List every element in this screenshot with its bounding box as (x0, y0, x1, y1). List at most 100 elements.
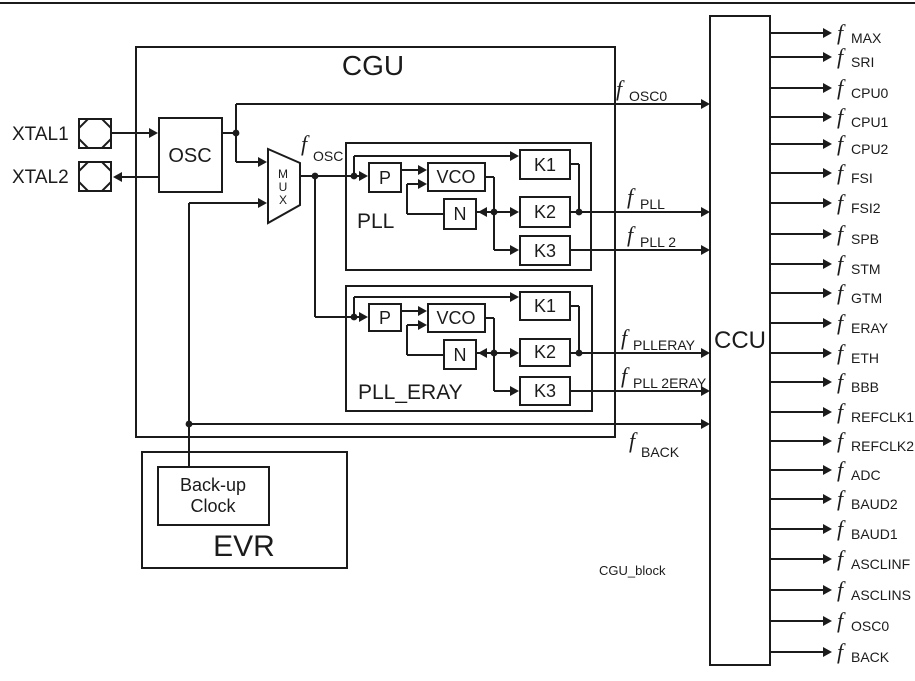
arrowhead (510, 245, 519, 255)
signal-sub-pll2eray: PLL 2ERAY (633, 375, 707, 391)
junction-dot (575, 349, 583, 357)
arrowhead (701, 419, 710, 429)
ccu-output-f: f (837, 577, 846, 602)
mux-shape (267, 147, 301, 225)
eray-k1-label: K1 (534, 296, 556, 316)
ccu-output-sub: REFCLK2 (851, 438, 914, 454)
ccu-output-sub: CPU1 (851, 114, 889, 130)
arrowhead (823, 229, 832, 239)
arrowhead (701, 386, 710, 396)
ccu-output-f: f (837, 221, 846, 246)
ccu-output-sub: ETH (851, 350, 879, 366)
arrowhead (823, 465, 832, 475)
arrowhead (418, 320, 427, 330)
arrowhead (258, 198, 267, 208)
arrowhead (823, 112, 832, 122)
connectors (111, 99, 710, 467)
arrowhead (823, 616, 832, 626)
arrowhead (478, 207, 487, 217)
eray-p-label: P (379, 308, 391, 328)
ccu-output-sub: MAX (851, 30, 882, 46)
ccu-output-f: f (837, 44, 846, 69)
ccu-output-f: f (837, 428, 846, 453)
arrowhead (510, 386, 519, 396)
ccu-output-f: f (837, 639, 846, 664)
mux-label-m: M (278, 167, 288, 181)
ccu-output-f: f (837, 20, 846, 45)
arrowhead (510, 207, 519, 217)
ccu-output-f: f (837, 516, 846, 541)
signal-f-back: f (629, 428, 638, 453)
arrowhead (823, 585, 832, 595)
xtal2-octagon (78, 161, 112, 192)
junction-dot (311, 172, 319, 180)
arrowhead (359, 171, 368, 181)
pll-p-label: P (379, 168, 391, 188)
mux-label-u: U (279, 180, 288, 194)
ccu-output-sub: FSI2 (851, 200, 881, 216)
backup-clock-label-line2: Clock (190, 496, 236, 516)
arrowhead (823, 198, 832, 208)
pll-eray-label: PLL_ERAY (358, 381, 463, 404)
arrowhead (359, 312, 368, 322)
ccu-output-sub: CPU2 (851, 141, 889, 157)
ccu-output-f: f (837, 75, 846, 100)
ccu-output-sub: REFCLK1 (851, 409, 914, 425)
eray-p-box (368, 303, 402, 332)
xtal1-octagon (78, 118, 112, 149)
arrowhead (478, 348, 487, 358)
ccu-output-row: f ERAY (770, 310, 889, 336)
eray-k2-box (519, 338, 571, 367)
arrowhead (823, 139, 832, 149)
signal-f-plleray: f (621, 325, 630, 350)
ccu-output-f: f (837, 160, 846, 185)
pll-k2-label: K2 (534, 202, 556, 222)
eray-n-box (443, 339, 477, 370)
ccu-output-sub: ASCLINS (851, 587, 911, 603)
ccu-output-sub: CPU0 (851, 85, 889, 101)
ccu-output-f: f (837, 369, 846, 394)
ccu-output-row: f MAX (770, 20, 882, 46)
eray-n-label: N (454, 345, 467, 365)
signal-sub-pll2: PLL 2 (640, 234, 676, 250)
ccu-output-sub: OSC0 (851, 618, 889, 634)
xtal1-label: XTAL1 (12, 124, 69, 145)
arrowhead (418, 165, 427, 175)
arrowhead (823, 348, 832, 358)
ccu-output-f: f (837, 310, 846, 335)
arrowhead (149, 128, 158, 138)
signal-f-pll: f (627, 184, 636, 209)
ccu-output-sub: ERAY (851, 320, 889, 336)
pll-n-label: N (454, 204, 467, 224)
ccu-output-f: f (837, 486, 846, 511)
junction-dot (232, 129, 240, 137)
arrowhead (823, 52, 832, 62)
pll-k1-box (519, 149, 571, 180)
arrowhead (701, 207, 710, 217)
arrowhead (701, 99, 710, 109)
ccu-output-f: f (837, 457, 846, 482)
junction-dot (490, 349, 498, 357)
osc-label: OSC (168, 145, 211, 167)
pll-n-box (443, 198, 477, 230)
ccu-output-sub: SPB (851, 231, 879, 247)
arrowhead (823, 647, 832, 657)
arrowhead (510, 151, 519, 161)
cgu-label: CGU (342, 50, 404, 81)
signal-f-pll2: f (627, 222, 636, 247)
arrowhead (113, 172, 122, 182)
ccu-output-row: f CPU0 (770, 75, 889, 101)
